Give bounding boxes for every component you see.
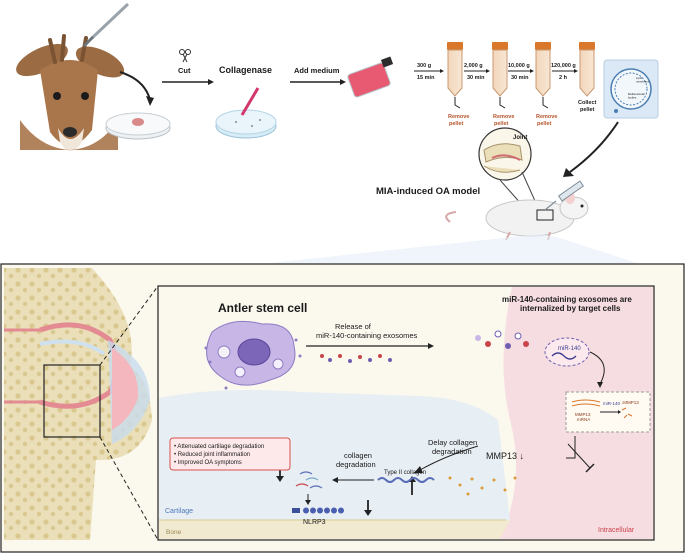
- delay-arrow: [419, 445, 479, 471]
- antler-stem-cell-title: Antler stem cell: [218, 301, 307, 315]
- svg-text:• Attenuated cartilage degrada: • Attenuated cartilage degradation: [174, 444, 264, 450]
- mia-oa-model-label: MIA-induced OA model: [376, 186, 480, 197]
- collagen-degradation-line1: collagen: [344, 451, 372, 460]
- svg-text:membrane: membrane: [636, 80, 650, 84]
- deer-illustration: [16, 34, 125, 151]
- svg-text:pellet: pellet: [537, 121, 552, 127]
- syringe-icon: [544, 180, 585, 211]
- scalpel-icon: [82, 2, 130, 48]
- mmp13-down-label: MMP13 ↓: [486, 451, 524, 461]
- svg-text:• Improved OA symptoms: • Improved OA symptoms: [174, 460, 242, 466]
- svg-text:pellet: pellet: [494, 121, 509, 127]
- svg-text:pellet: pellet: [580, 107, 595, 113]
- svg-text:Multivesicular: Multivesicular: [628, 92, 645, 96]
- release-text-line1: Release of: [335, 322, 372, 331]
- joint-inset: Joint: [478, 127, 532, 181]
- delay-text-line2: degradation: [432, 447, 472, 456]
- internalized-text-line1: miR-140-containing exosomes are: [502, 295, 632, 304]
- tube-3: [535, 42, 551, 97]
- centrifuge-step-2: 2,000 g 30 min: [464, 63, 490, 81]
- svg-text:• Reduced joint inflammation: • Reduced joint inflammation: [174, 452, 250, 458]
- petri-dish-tissue: [105, 112, 171, 140]
- collagen-degradation-line2: degradation: [336, 460, 376, 469]
- endosome-mir140: miR-140: [544, 337, 590, 367]
- mouse-illustration: [445, 192, 589, 241]
- nlrp3-label: NLRP3: [303, 519, 326, 526]
- tube-1: [447, 42, 463, 97]
- add-medium-label: Add medium: [294, 66, 340, 75]
- svg-text:Lipid: Lipid: [636, 76, 642, 80]
- petri-dish-collagenase: [215, 87, 277, 139]
- culture-flask: [347, 56, 394, 98]
- cartilage-label: Cartilage: [165, 508, 193, 515]
- svg-text:pellet: pellet: [449, 121, 464, 127]
- tube-4: [579, 42, 595, 97]
- arrow-to-model: [569, 121, 619, 173]
- type2-collagen-label: Type II collagen: [384, 470, 426, 476]
- svg-text:10,000 g: 10,000 g: [508, 63, 530, 69]
- remove-pellet-labels: Remove pellet Remove pellet Remove pelle…: [448, 97, 557, 127]
- svg-text:↓MMP13: ↓MMP13: [621, 400, 639, 405]
- exosome-inset: Lipid membrane Multivesicular bodies: [603, 59, 659, 119]
- svg-text:miR-140: miR-140: [558, 346, 581, 352]
- svg-text:Collect: Collect: [578, 100, 597, 106]
- mmp13-enzymes: [448, 476, 517, 496]
- released-exosomes: [320, 354, 392, 363]
- mmp13-silencing-box: MMP13 mRNA miR-140 ↓MMP13: [565, 391, 651, 433]
- antler-stem-cell: [204, 320, 302, 390]
- svg-text:Remove: Remove: [536, 114, 557, 120]
- svg-text:15 min: 15 min: [417, 75, 435, 81]
- svg-text:2,000 g: 2,000 g: [464, 63, 483, 69]
- internalized-text-line2: internalized by target cells: [520, 304, 621, 313]
- collagenase-label: Collagenase: [219, 65, 272, 75]
- svg-text:120,000 g: 120,000 g: [551, 63, 576, 69]
- intracellular-label: Intracellular: [598, 527, 635, 534]
- centrifuge-step-4: 120,000 g 2 h: [551, 63, 578, 81]
- svg-text:30 min: 30 min: [467, 75, 485, 81]
- cut-label: Cut: [178, 66, 191, 75]
- svg-text:MMP13: MMP13: [575, 412, 591, 417]
- centrifuge-step-1: 300 g 15 min: [414, 63, 444, 81]
- internalizing-exosomes: [475, 330, 529, 349]
- collect-pellet-label: Collect pellet: [578, 100, 597, 113]
- degraded-fragments: [295, 471, 323, 489]
- arrow-deer-to-dish: [119, 71, 151, 101]
- svg-text:Remove: Remove: [448, 114, 469, 120]
- zoom-projection: [262, 234, 640, 264]
- zoom-box: [43, 364, 101, 438]
- svg-text:30 min: 30 min: [511, 75, 529, 81]
- inhibition-line: [567, 443, 591, 469]
- tube-2: [492, 42, 508, 97]
- type2-collagen-fiber: [377, 477, 435, 483]
- scissors-icon: [179, 49, 191, 63]
- arrow-endosome-to-mrna: [589, 351, 605, 385]
- svg-text:Remove: Remove: [493, 114, 514, 120]
- joint-cross-section: [4, 268, 152, 540]
- svg-text:300 g: 300 g: [417, 63, 431, 69]
- svg-text:mRNA: mRNA: [577, 417, 590, 422]
- svg-text:2 h: 2 h: [559, 75, 568, 81]
- nlrp3-inflammasome: [292, 507, 344, 514]
- release-text-line2: miR-140-containing exosomes: [316, 331, 418, 340]
- bone-label: Bone: [166, 529, 182, 536]
- svg-text:bodies: bodies: [628, 96, 637, 100]
- delay-text-line1: Delay collagen: [428, 438, 477, 447]
- svg-text:miR-140: miR-140: [603, 401, 621, 406]
- effects-box: • Attenuated cartilage degradation • Red…: [169, 437, 291, 471]
- centrifuge-step-3: 10,000 g 30 min: [508, 63, 534, 81]
- centrifuge-tubes: [447, 42, 595, 97]
- joint-label: Joint: [513, 135, 527, 141]
